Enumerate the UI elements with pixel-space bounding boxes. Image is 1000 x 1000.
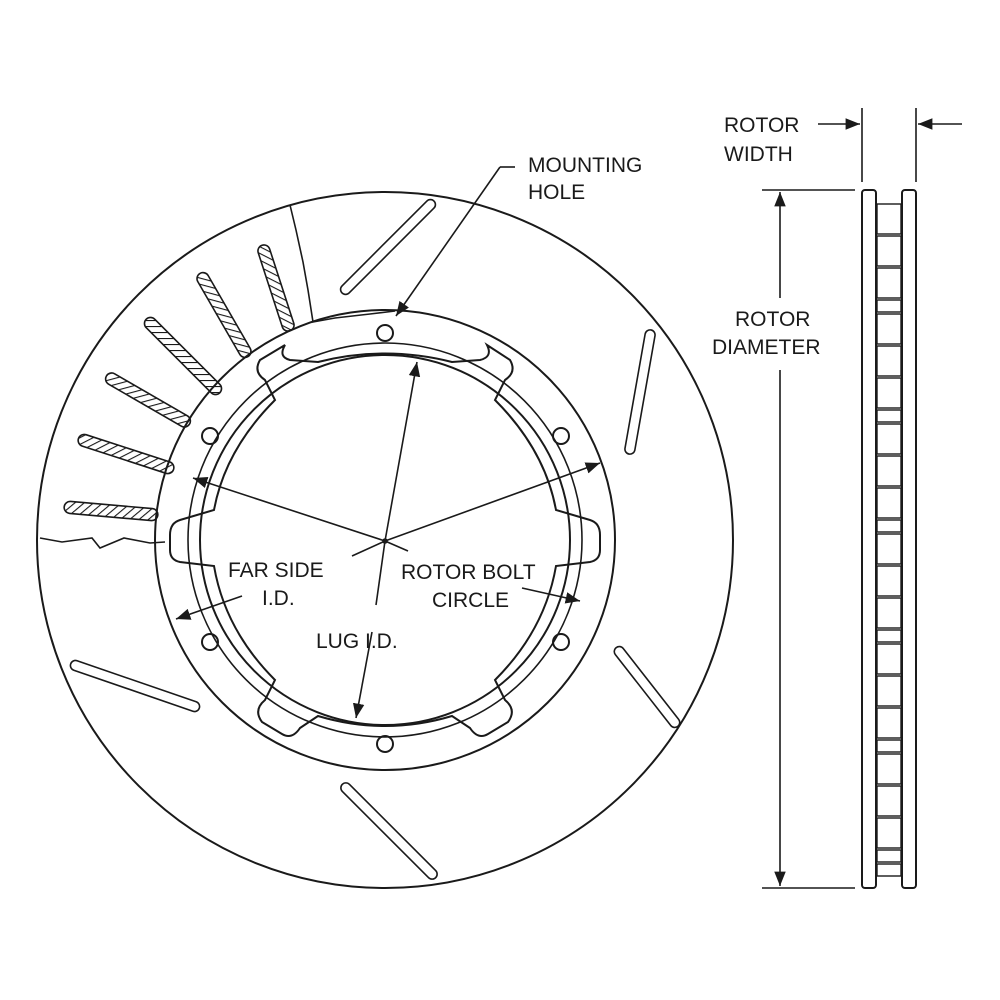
center-leader (351, 540, 386, 557)
side-vane-block (876, 629, 902, 643)
front-dimensions (175, 166, 601, 719)
center-point (382, 538, 388, 544)
side-vane-block (876, 377, 902, 409)
side-vane-block (876, 643, 902, 675)
mounting-hole (201, 427, 219, 445)
side-vane-block (876, 235, 902, 267)
side-vane-block (876, 565, 902, 597)
far-side-id-label: FAR SIDE (228, 559, 324, 582)
side-vane-block (876, 849, 902, 863)
slot (340, 782, 438, 880)
lug-bore-outline (169, 342, 601, 737)
rotor-bolt-circle-label: ROTOR BOLT (401, 561, 536, 584)
side-vane-block (876, 299, 902, 313)
rotor-width-label-2: WIDTH (724, 143, 793, 166)
vane (143, 316, 223, 396)
side-vane-block (876, 817, 902, 849)
far-side-id-leader (175, 595, 243, 620)
side-vane-block (876, 487, 902, 519)
side-vane-block (876, 409, 902, 423)
side-vane-block (876, 533, 902, 565)
lug-id-dimension-down (352, 631, 373, 719)
side-vane-block (876, 675, 902, 707)
bolt-circle-leader (521, 587, 581, 604)
far-side-id-label-2: I.D. (262, 587, 295, 610)
rotor-width-label: ROTOR (724, 114, 799, 137)
side-vane-block (876, 753, 902, 785)
mounting-holes (201, 324, 570, 753)
side-vane-block (876, 707, 902, 739)
lug-id-dimension-up (384, 361, 421, 542)
mounting-hole (552, 633, 570, 651)
vane (257, 244, 295, 332)
mounting-hole (376, 324, 394, 342)
cutaway-break-line (289, 204, 396, 323)
vane (104, 372, 192, 428)
rotor-diameter-label-2: DIAMETER (712, 336, 821, 359)
slot (69, 659, 201, 713)
rotor-side-outer-plate (861, 189, 877, 889)
rotor-outer-edge (36, 191, 734, 889)
cutaway-break-line-lower (39, 537, 166, 549)
side-vane-block (876, 267, 902, 299)
slot (339, 198, 437, 296)
rotor-side-inner-plate (901, 189, 917, 889)
center-leader-right (384, 540, 409, 552)
side-vane-block (876, 519, 902, 533)
rotor-bolt-circle-label-2: CIRCLE (432, 589, 509, 612)
lug-id-dimension-mid (375, 540, 386, 606)
slot (624, 329, 656, 455)
side-vanes (876, 203, 902, 877)
mounting-hole (552, 427, 570, 445)
rotor-diameter-label: ROTOR (735, 308, 810, 331)
mounting-hole (376, 735, 394, 753)
side-vane-block (876, 597, 902, 629)
side-vane-block (876, 863, 902, 877)
side-vane-block (876, 313, 902, 345)
internal-vanes (63, 244, 295, 522)
lug-id-label: LUG I.D. (316, 630, 398, 653)
rotor-front-view (36, 191, 734, 889)
side-vane-block (876, 785, 902, 817)
far-side-id-dimension (192, 477, 386, 542)
side-vane-block (876, 455, 902, 487)
labels: MOUNTING HOLE ROTOR WIDTH ROTOR DIAMETER… (228, 114, 821, 653)
far-side-id-dimension-right (384, 462, 601, 542)
flange-outer-edge (154, 309, 616, 771)
slot (613, 645, 681, 729)
side-vane-block (876, 203, 902, 235)
mounting-hole (201, 633, 219, 651)
side-vane-block (876, 345, 902, 377)
surface-slots (69, 198, 681, 880)
vane (63, 500, 159, 522)
rotor-side-view (762, 108, 962, 889)
mounting-hole-leader-diag (395, 166, 501, 317)
side-vane-block (876, 739, 902, 753)
mounting-hole-label: MOUNTING (528, 154, 642, 177)
side-vane-block (876, 423, 902, 455)
vane (77, 433, 175, 475)
vane (196, 271, 252, 359)
mounting-hole-label-2: HOLE (528, 181, 585, 204)
